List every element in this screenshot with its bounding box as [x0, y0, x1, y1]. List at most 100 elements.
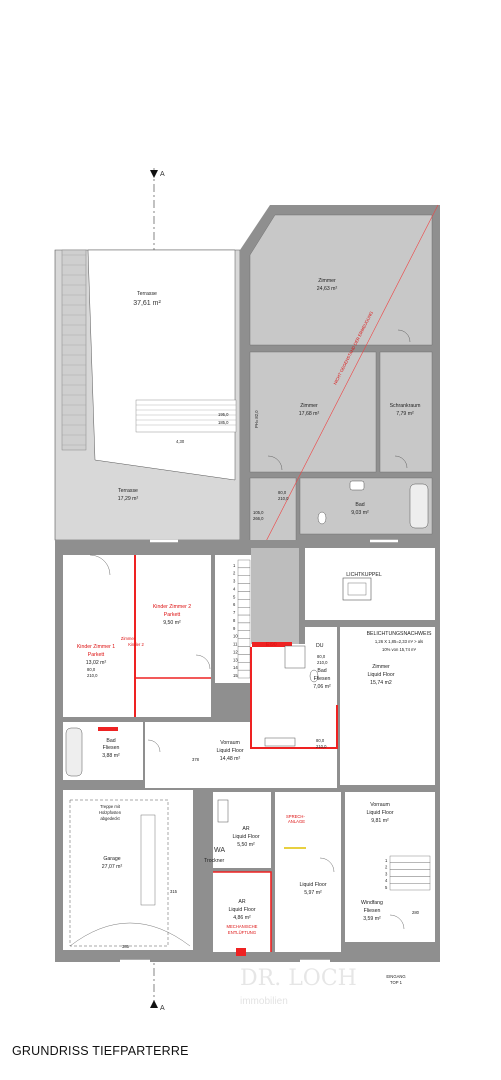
stair-step-number: 14 [233, 665, 238, 670]
zimmer-right-room [340, 627, 435, 785]
stair-step [237, 607, 251, 616]
room-schrankraum-area: 7,79 m² [396, 411, 414, 417]
stair-step [237, 575, 251, 584]
stair-step-number: 6 [233, 602, 236, 607]
note-treppe-2: Holzpfosten [99, 810, 122, 815]
stair-step-number: 2 [233, 571, 236, 576]
terrace-steps [135, 399, 237, 433]
dim-385: 385 [122, 944, 130, 949]
zimmer-mid-room [249, 351, 377, 473]
zimmer-top-room [249, 214, 433, 346]
stair-step-number: 7 [233, 610, 236, 615]
dim-80a: 80,0 [278, 490, 287, 495]
room-kinder2-area: 9,50 m² [163, 620, 181, 626]
note-trockner: Trockner [204, 858, 225, 864]
stair-step-number: 2 [385, 865, 388, 870]
room-vorraum-mid-floor: Liquid Floor [216, 748, 243, 754]
dim-105: 105,0 [253, 510, 264, 515]
stair-step [237, 662, 251, 671]
sink-top [349, 480, 365, 491]
room-bad-top-name: Bad [355, 502, 364, 508]
room-bad-left-floor: Fliesen [103, 745, 120, 751]
section-label-top: A [160, 171, 165, 178]
garage-room [63, 790, 193, 950]
dim-430: 4,30 [176, 439, 185, 444]
dim-185: 185,0 [218, 420, 229, 425]
room-ar2-floor: Liquid Floor [228, 907, 255, 913]
stair-step-number: 3 [385, 871, 388, 876]
sink-ar [217, 799, 229, 823]
room-lichtkuppel-name: LICHTKUPPEL [346, 572, 382, 578]
stair-step-number: 8 [233, 618, 236, 623]
bathtub-left [65, 727, 83, 777]
stair-step [237, 567, 251, 576]
ei90-marker [252, 642, 292, 647]
room-vorraum-mid-area: 14,48 m² [220, 756, 241, 762]
stair-step-number: 13 [233, 657, 238, 662]
vorraum-mid-room [145, 722, 337, 788]
room-bad-mid-area: 7,06 m² [313, 684, 331, 690]
room-bad-left-area: 3,88 m² [102, 753, 120, 759]
red-wall-bad-mid [250, 647, 338, 749]
stair-step-number: 4 [233, 586, 236, 591]
note-ei90: EI90 [266, 642, 277, 648]
note-belichtung-1: 1,26 X 1,85=2,33 m² > als [375, 639, 423, 644]
room-garage-area: 27,07 m² [102, 864, 123, 870]
doors [89, 329, 411, 930]
dim-315: 315 [170, 889, 178, 894]
stair-step [237, 614, 251, 624]
room-terrasse-bottom-name: Terrasse [118, 488, 138, 494]
corridor-top [249, 477, 297, 549]
note-eingang-1: EINGANG [386, 974, 405, 979]
stair-step [237, 646, 251, 655]
schrankraum-room [379, 351, 433, 473]
bathtub-top [409, 483, 429, 529]
terrace-inner [87, 249, 236, 481]
room-bad-mid-floor: Fliesen [314, 676, 331, 682]
sink-mid [264, 737, 296, 747]
ar2-room [213, 872, 271, 952]
room-bad-left-name: Bad [106, 738, 115, 744]
note-zimmer-kind: Zimmer [121, 636, 136, 641]
room-ar1-floor: Liquid Floor [232, 834, 259, 840]
note-treppe-1: Treppe mit [100, 804, 121, 809]
stair-step-number: 11 [233, 642, 238, 647]
stair-step-number: 4 [385, 878, 388, 883]
room-schrankraum-name: Schrankraum [390, 403, 421, 409]
room-kinder1-area: 13,02 m² [86, 660, 107, 666]
note-wa: WA [214, 847, 225, 854]
dim-80c: 80,0 [317, 654, 326, 659]
garage-arc [69, 922, 191, 947]
note-belichtung-title: BELICHTUNGSNACHWEIS [367, 631, 432, 637]
windows [120, 539, 398, 963]
room-vorraum-right-area: 9,81 m² [371, 818, 389, 824]
note-mech-2: ENTLÜFTUNG [228, 930, 256, 935]
plan-title: GRUNDRISS TIEFPARTERRE [12, 1044, 189, 1058]
dim-210d: 210,0 [316, 744, 327, 749]
section-arrow-bottom [150, 1000, 158, 1008]
stair-step-number: 9 [233, 626, 236, 631]
note-du: DU [316, 643, 324, 649]
stair-step-number: 5 [233, 594, 236, 599]
dim-280: 280 [412, 910, 420, 915]
section-label-bottom: A [160, 1005, 165, 1012]
stair-step-number: 10 [233, 634, 238, 639]
dim-ph: PH= 82,0 [254, 410, 259, 428]
diagonal-red-line [235, 204, 439, 601]
room-vorraum-right-name: Vorraum [370, 802, 390, 808]
watermark-brand: DR. LOCH [240, 966, 357, 991]
toilet-top [317, 511, 327, 525]
stair-step [237, 630, 251, 639]
stair-step [389, 883, 431, 891]
shower-mid [284, 645, 306, 669]
room-windfang-name: Windfang [361, 900, 383, 906]
room-zimmer-right-floor: Liquid Floor [367, 672, 394, 678]
kinder1-room [63, 555, 135, 717]
toilet-mid [309, 669, 319, 683]
note-mech-1: MECHANISCHE [227, 924, 258, 929]
room-ar2-name: AR [238, 899, 245, 905]
room-vorraum-mid-name: Vorraum [220, 740, 240, 746]
garage-dashed [69, 799, 169, 947]
